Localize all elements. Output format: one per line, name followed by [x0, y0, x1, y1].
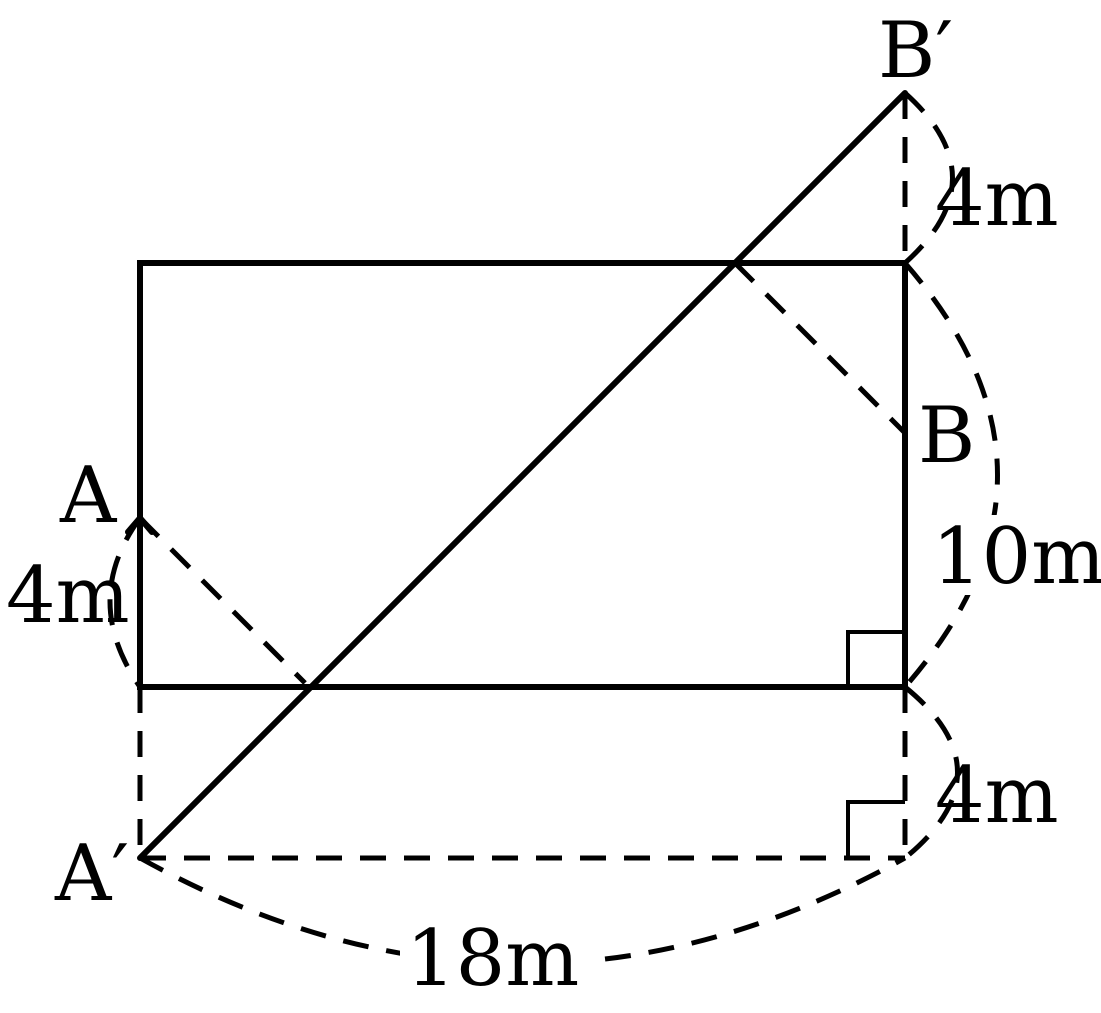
label-bg-18m	[400, 920, 590, 1000]
label-bottom-extension: 4m	[935, 751, 1059, 841]
rectangle-outline	[137, 260, 908, 690]
label-point-a-prime: A′	[54, 829, 129, 919]
arc-top-4m	[903, 91, 955, 265]
label-left-segment: 4m	[6, 551, 130, 641]
arc-right-10m	[903, 261, 1000, 689]
arc-bottom-4m	[903, 685, 960, 860]
label-point-a: A	[59, 451, 118, 541]
dashed-path-to-b	[733, 261, 907, 435]
label-point-b: B	[918, 391, 975, 481]
right-angle-marker-upper	[846, 630, 905, 687]
diagonal-a-prime-b-prime	[137, 90, 908, 861]
right-angle-marker-lower	[846, 800, 905, 858]
label-top-extension: 4m	[935, 154, 1059, 244]
label-bottom-width: 18m	[406, 914, 579, 1004]
label-point-b-prime: B′	[878, 6, 953, 96]
label-right-height: 10m	[932, 512, 1101, 602]
arc-left-4m	[107, 516, 143, 689]
dashed-path-from-a	[138, 516, 307, 685]
label-bg-10m	[928, 515, 1100, 595]
